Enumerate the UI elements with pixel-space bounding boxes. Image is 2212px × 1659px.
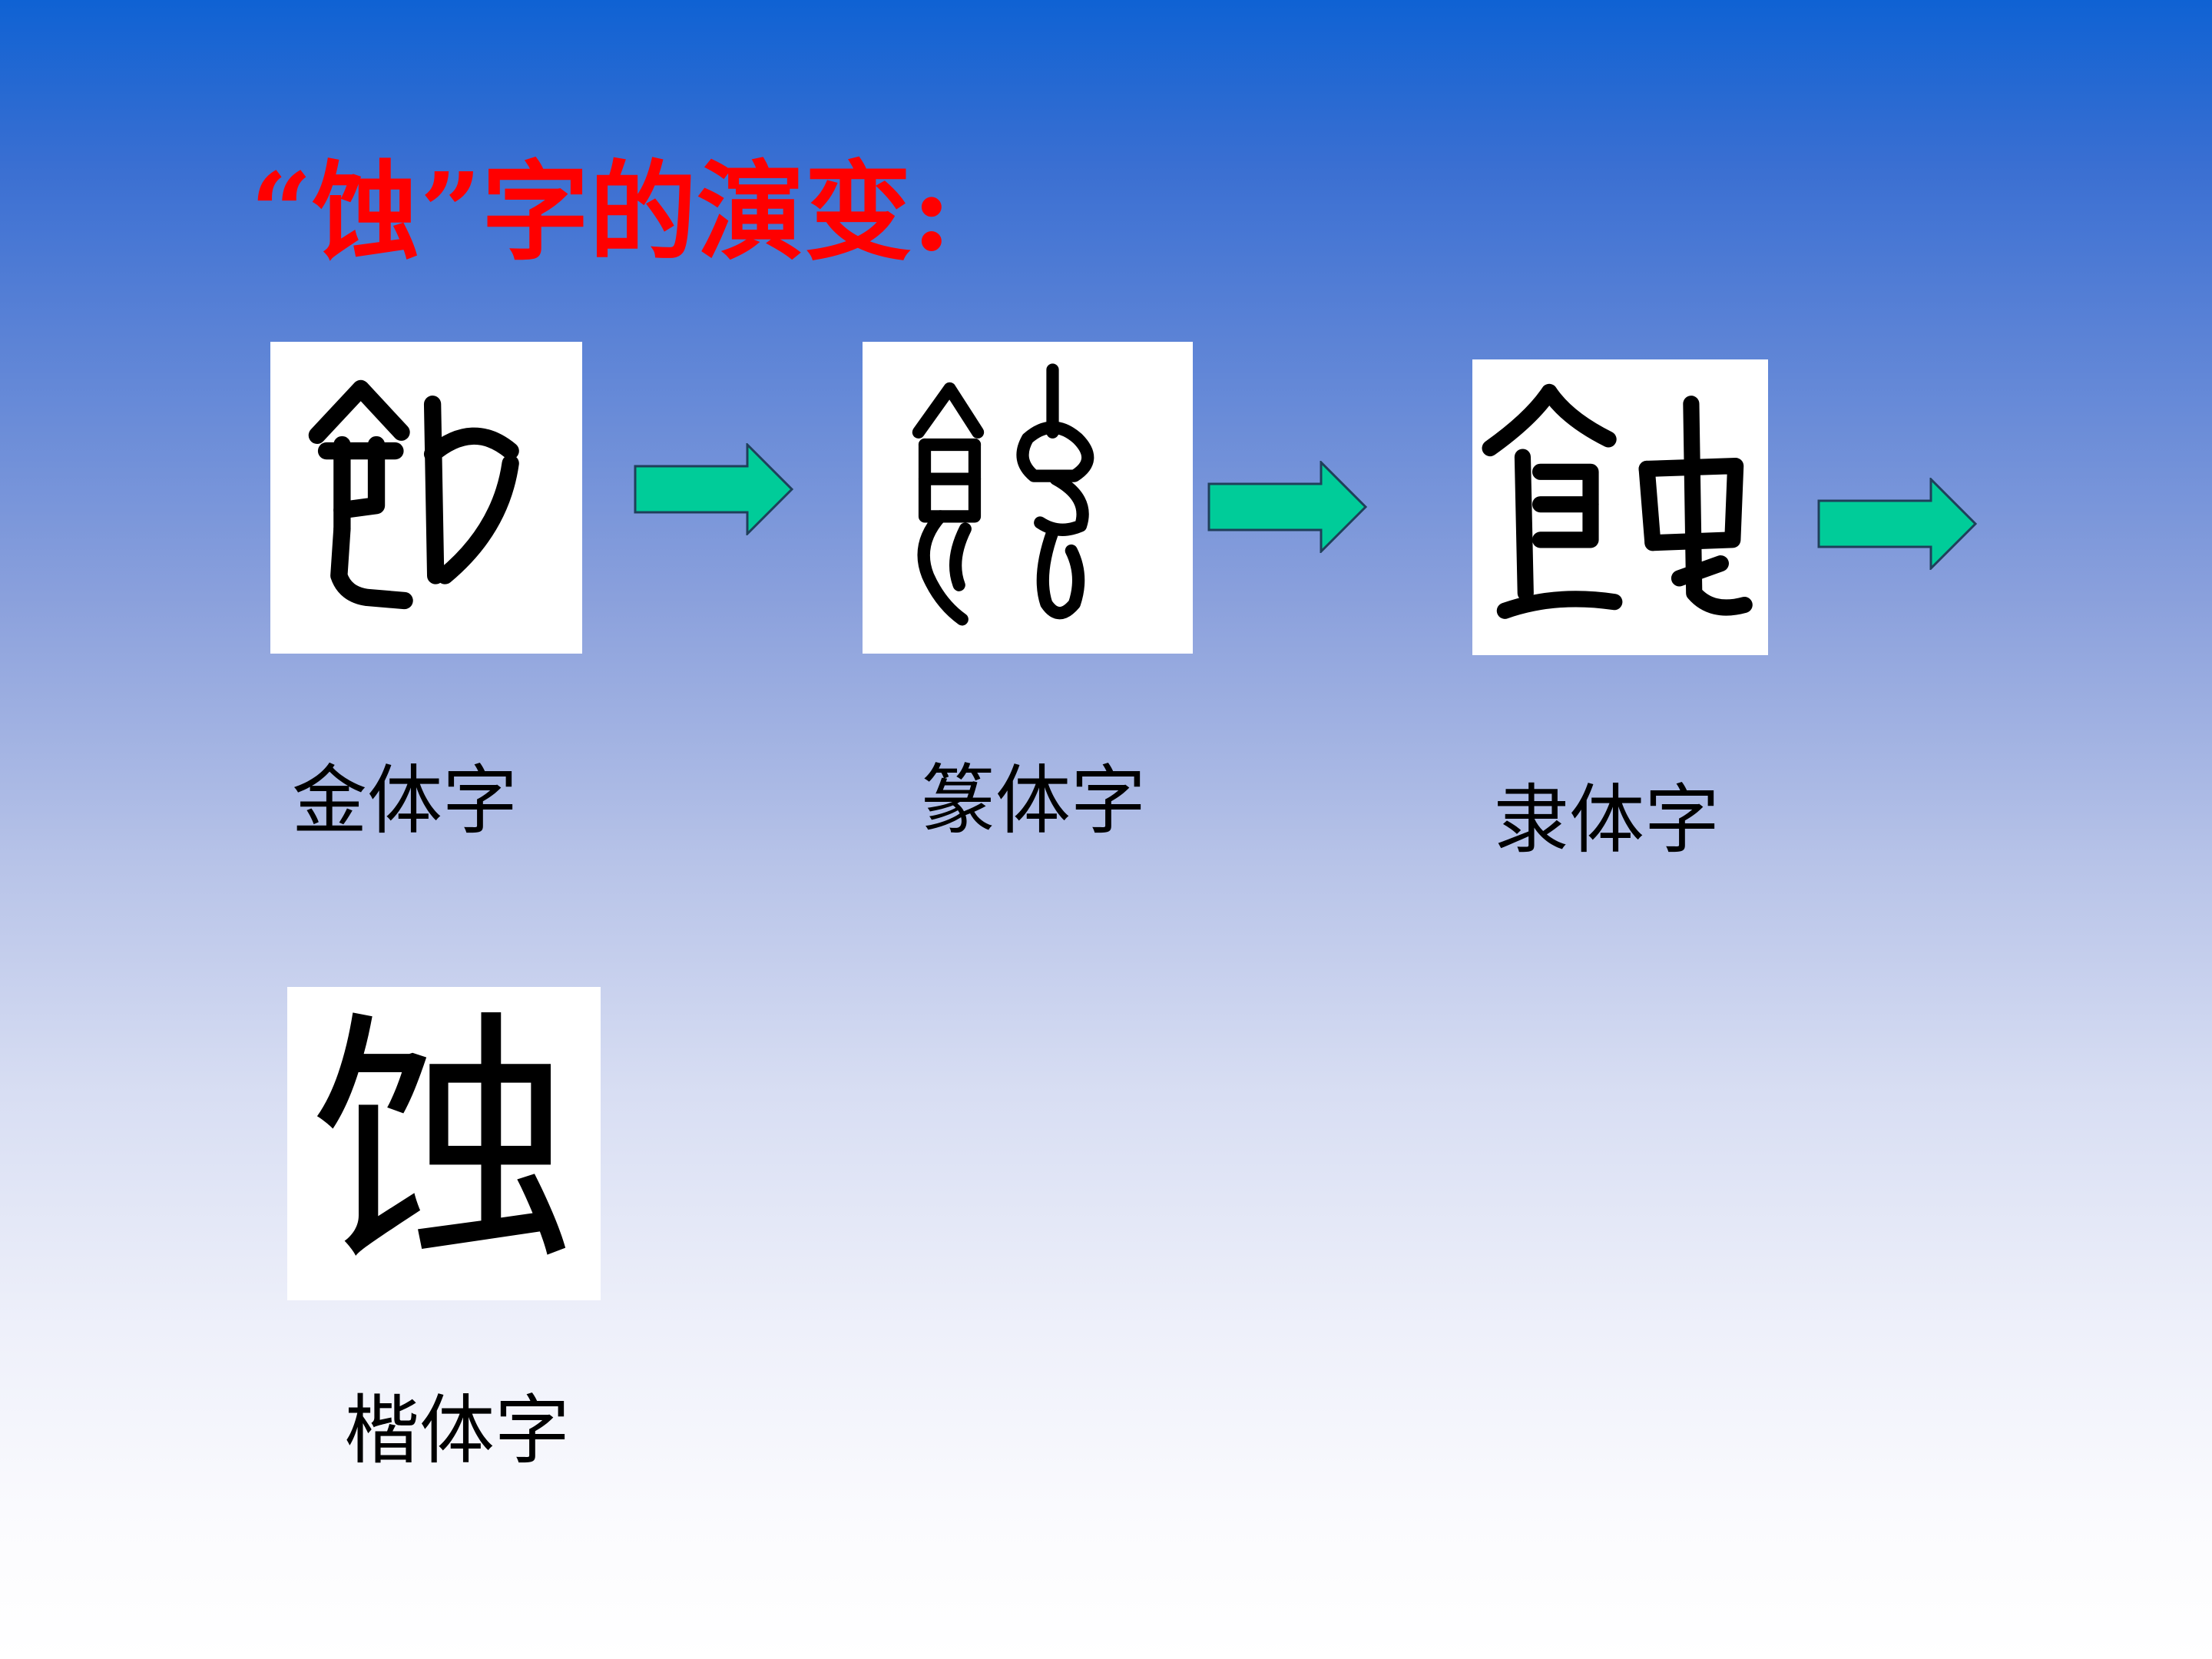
arrow-right-icon <box>1207 461 1369 553</box>
slide-title: “蚀”字的演变: <box>250 150 952 276</box>
bronze-script-image <box>270 342 582 654</box>
clerical-script-image <box>1472 359 1768 655</box>
clerical-script-label: 隶体字 <box>1494 777 1720 864</box>
seal-script-label: 篆体字 <box>920 757 1147 845</box>
bronze-script-glyph-icon <box>308 379 519 610</box>
regular-script-label: 楷体字 <box>344 1387 571 1475</box>
bronze-script-label: 金体字 <box>292 757 518 845</box>
regular-script-glyph: 蚀 <box>311 988 578 1299</box>
seal-script-glyph-icon <box>912 363 1094 626</box>
regular-script-image: 蚀 <box>287 987 601 1300</box>
regular-script-glyph-icon: 蚀 <box>311 988 578 1299</box>
seal-script-image <box>863 342 1193 654</box>
arrow-right-icon <box>1817 478 1979 570</box>
arrow-right-icon <box>634 443 795 535</box>
clerical-script-glyph-icon <box>1482 383 1753 619</box>
